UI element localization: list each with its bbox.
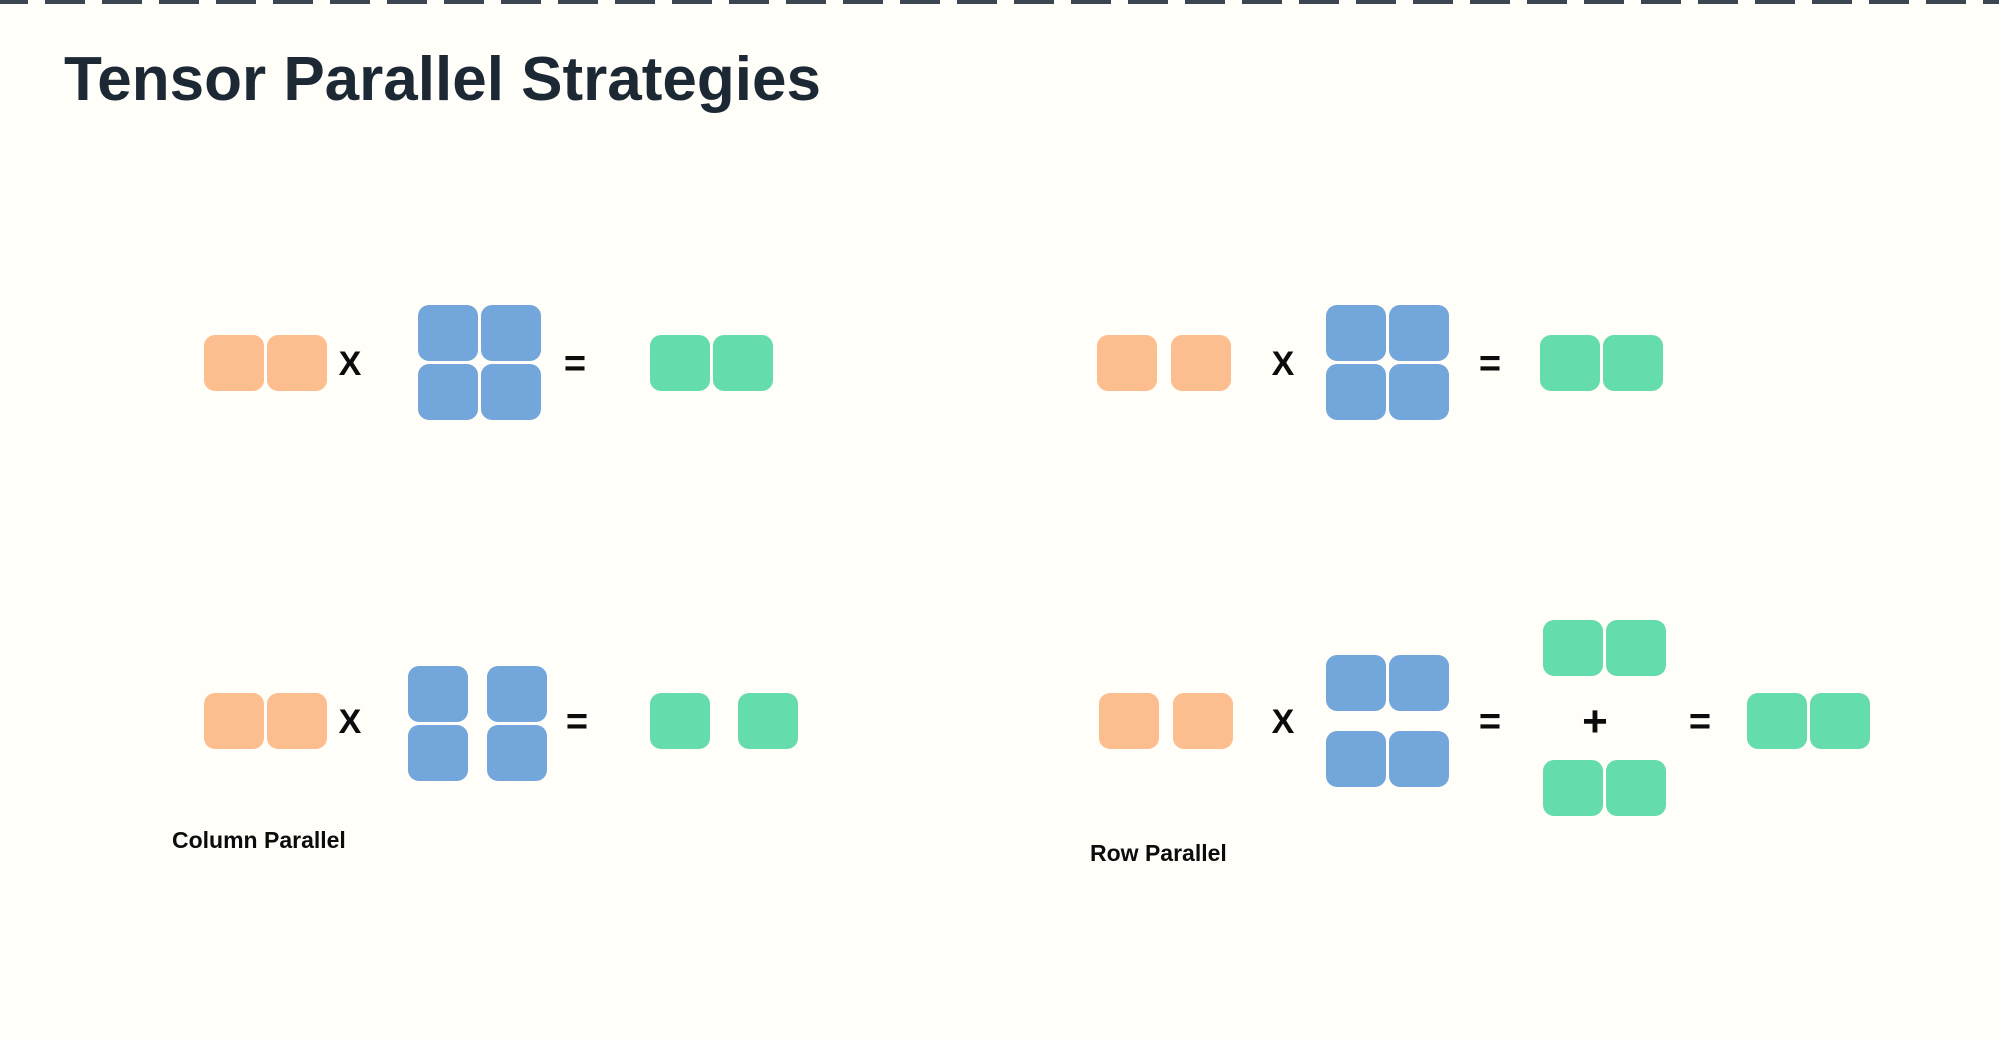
output-block bbox=[738, 693, 798, 749]
plus-operator: + bbox=[1582, 697, 1608, 746]
input-block bbox=[1173, 693, 1233, 749]
input-block bbox=[204, 335, 264, 391]
output-block bbox=[1543, 760, 1603, 816]
diagram-label-column-parallel: Column Parallel bbox=[172, 827, 346, 853]
output-block bbox=[650, 693, 710, 749]
weight-block bbox=[481, 305, 541, 361]
weight-block bbox=[487, 725, 547, 781]
input-block bbox=[1097, 335, 1157, 391]
multiply-operator: X bbox=[1271, 345, 1295, 383]
multiply-operator: X bbox=[1271, 703, 1295, 741]
weight-block bbox=[418, 305, 478, 361]
input-block bbox=[204, 693, 264, 749]
weight-block bbox=[1326, 305, 1386, 361]
output-block bbox=[1606, 620, 1666, 676]
weight-block bbox=[408, 725, 468, 781]
weight-block bbox=[481, 364, 541, 420]
input-block bbox=[1171, 335, 1231, 391]
output-block bbox=[1543, 620, 1603, 676]
weight-block bbox=[1389, 655, 1449, 711]
output-block bbox=[650, 335, 710, 391]
weight-block bbox=[418, 364, 478, 420]
output-block bbox=[1603, 335, 1663, 391]
page-title: Tensor Parallel Strategies bbox=[64, 45, 821, 114]
equals-operator: = bbox=[1478, 343, 1502, 385]
input-block bbox=[267, 693, 327, 749]
equals-operator: = bbox=[1478, 701, 1502, 743]
weight-block bbox=[1326, 655, 1386, 711]
multiply-operator: X bbox=[338, 703, 362, 741]
multiply-operator: X bbox=[338, 345, 362, 383]
output-block bbox=[1540, 335, 1600, 391]
weight-block bbox=[1326, 731, 1386, 787]
diagram-label-row-parallel: Row Parallel bbox=[1090, 840, 1227, 866]
weight-block bbox=[1326, 364, 1386, 420]
top-decorative-strip bbox=[0, 0, 1999, 4]
weight-block bbox=[1389, 305, 1449, 361]
equals-operator: = bbox=[565, 701, 589, 743]
output-block bbox=[1747, 693, 1807, 749]
output-block bbox=[713, 335, 773, 391]
output-block bbox=[1810, 693, 1870, 749]
weight-block bbox=[408, 666, 468, 722]
weight-block bbox=[1389, 731, 1449, 787]
input-block bbox=[1099, 693, 1159, 749]
input-block bbox=[267, 335, 327, 391]
weight-block bbox=[487, 666, 547, 722]
weight-block bbox=[1389, 364, 1449, 420]
output-block bbox=[1606, 760, 1666, 816]
equals-operator: = bbox=[1688, 701, 1712, 743]
equals-operator: = bbox=[563, 343, 587, 385]
